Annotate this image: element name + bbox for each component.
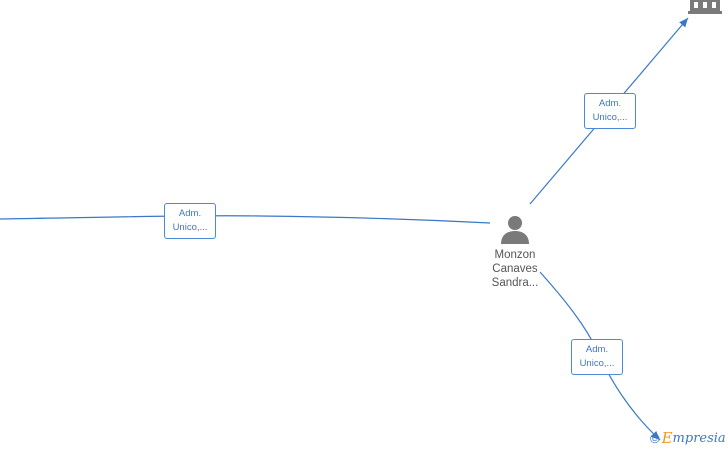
edge-line-left [0,215,491,224]
person-name-line: Sandra... [491,277,539,289]
edge-label-top-right[interactable]: Adm. Unico,... [584,93,636,129]
person-name-line: Monzon [494,249,536,261]
edge-label-left[interactable]: Adm. Unico,... [164,203,216,239]
person-node[interactable]: Monzon Canaves Sandra... [476,214,554,290]
edge-label-detail: Unico,... [172,222,208,233]
edge-label-detail: Unico,... [579,358,615,369]
building-icon[interactable] [688,0,724,14]
brand-logo-e: E [661,429,673,447]
brand-watermark: © E mpresia [650,429,726,447]
edge-label-role: Adm. [178,208,202,219]
edge-label-role: Adm. [585,344,609,355]
edge-label-bottom-right[interactable]: Adm. Unico,... [571,339,623,375]
person-name-line: Canaves [492,263,538,275]
brand-name: mpresia [672,430,726,446]
edge-label-detail: Unico,... [592,112,628,123]
person-icon [501,216,529,244]
copyright-symbol: © [650,430,660,446]
person-name: Monzon Canaves Sandra... [476,248,554,290]
edge-label-role: Adm. [598,98,622,109]
